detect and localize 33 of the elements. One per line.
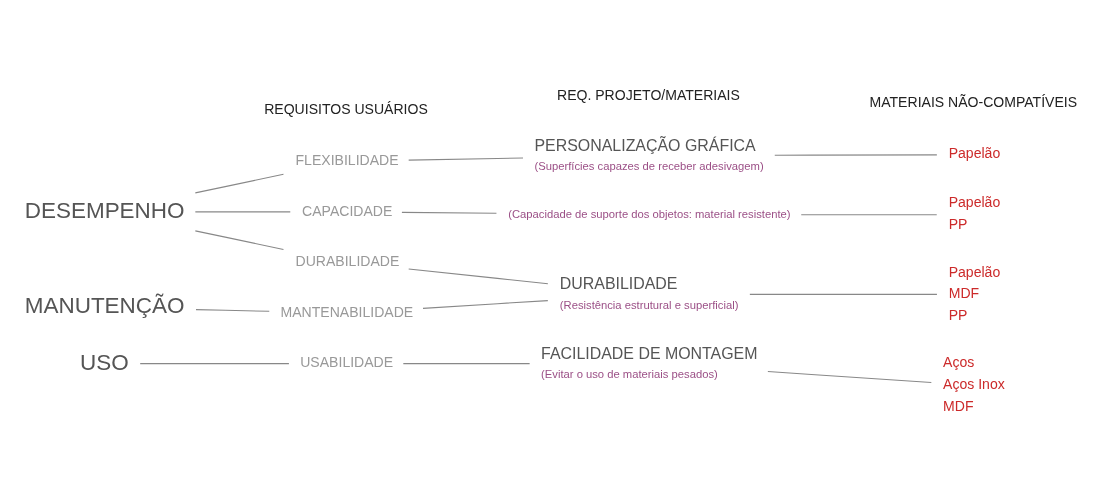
- connector: [800, 213, 938, 215]
- node-text: MANTENABILIDADE: [280, 303, 414, 320]
- connector: [422, 299, 549, 309]
- connector: [194, 210, 291, 212]
- node-text: PERSONALIZAÇÃO GRÁFICA (Superfícies capazes de receber adesivagem): [534, 136, 764, 172]
- connector: [408, 156, 524, 161]
- node-text: DESEMPENHO: [24, 197, 185, 223]
- node-text: Papelão: [948, 144, 1001, 161]
- node-text: Aços Aços Inox MDF: [943, 353, 1005, 414]
- connector: [402, 362, 531, 364]
- connector: [401, 211, 497, 214]
- connector: [194, 229, 285, 250]
- connector: [774, 153, 938, 156]
- connector: [408, 267, 549, 284]
- node-text: Papelão MDF PP: [948, 263, 1001, 323]
- node-text: USABILIDADE: [300, 353, 394, 370]
- node-text: Papelão PP: [948, 193, 1001, 232]
- connector: [195, 308, 270, 312]
- node-text: DURABILIDADE: [295, 252, 400, 269]
- node-text: CAPACIDADE: [302, 202, 393, 219]
- connector: [749, 293, 938, 295]
- node-text: (Capacidade de suporte dos objetos: material resistente): [508, 207, 791, 220]
- node-text: FLEXIBILIDADE: [295, 151, 399, 168]
- label: REQUISITOS USUÁRIOS: [264, 100, 428, 117]
- node-text: FACILIDADE DE MONTAGEM (Evitar o uso de materiais pesados): [541, 344, 758, 380]
- connector: [767, 370, 932, 383]
- node-text: DURABILIDADE (Resistência estrutural e superficial): [559, 274, 739, 311]
- label: MATERIAIS NÃO-COMPATÍVEIS: [869, 93, 1078, 110]
- connector: [139, 362, 290, 364]
- node-text: MANUTENÇÃO: [24, 292, 185, 318]
- node-text: USO: [80, 348, 129, 374]
- label: REQ. PROJETO/MATERIAIS: [557, 86, 740, 103]
- connector: [194, 173, 285, 193]
